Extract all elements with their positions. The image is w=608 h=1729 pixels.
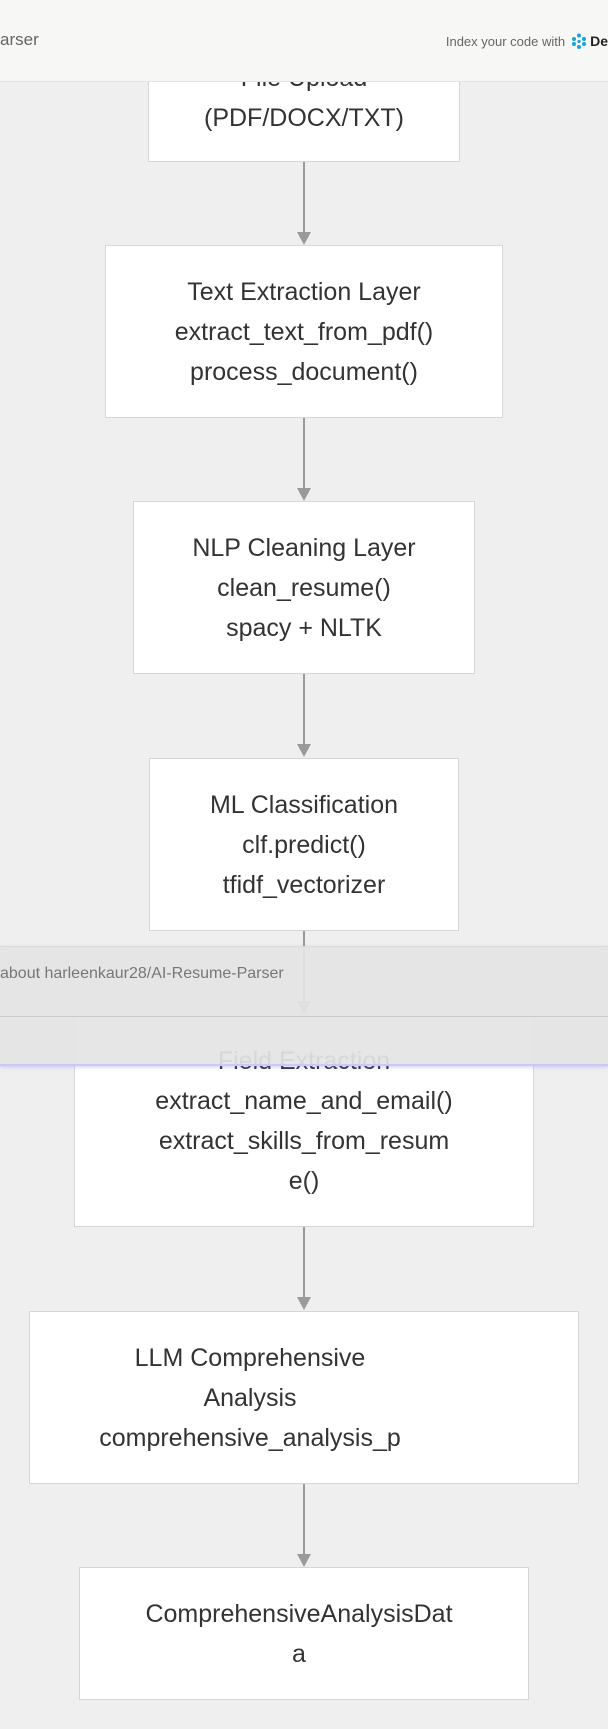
node-line: e() <box>288 1166 320 1195</box>
edge-line <box>303 418 305 488</box>
node-line: ML Classification <box>209 790 399 819</box>
node-line: process_document() <box>190 357 418 386</box>
index-prompt-text: Index your code with <box>445 33 566 49</box>
node-line: spacy + NLTK <box>226 613 382 642</box>
edge-line <box>303 1227 305 1297</box>
node-line: (PDF/DOCX/TXT) <box>204 104 404 132</box>
edge-line <box>303 162 305 232</box>
edge-line <box>303 674 305 744</box>
ask-question-bar: about harleenkaur28/AI-Resume-Parser <box>0 946 608 1066</box>
arrow-head-icon <box>297 1297 311 1310</box>
node-line: ComprehensiveAnalysisDat <box>145 1599 453 1628</box>
node-nlp-cleaning: NLP Cleaning Layer clean_resume() spacy … <box>133 501 475 674</box>
divider <box>0 1016 608 1017</box>
chat-input[interactable] <box>0 1017 608 1065</box>
node-text-extraction: Text Extraction Layer extract_text_from_… <box>105 245 503 418</box>
node-llm-analysis: LLM Comprehensive Analysis comprehensive… <box>29 1311 579 1484</box>
top-bar: arser Index your code with De <box>0 0 608 82</box>
arrow-head-icon <box>297 744 311 757</box>
focus-glow <box>0 1064 608 1066</box>
arrow-head-icon <box>297 1554 311 1567</box>
index-your-code-link[interactable]: Index your code with De <box>446 33 608 49</box>
node-line: comprehensive_analysis_p <box>99 1423 401 1452</box>
node-line: tfidf_vectorizer <box>222 870 386 899</box>
node-line: Analysis <box>203 1383 297 1412</box>
node-line: clf.predict() <box>242 830 366 859</box>
node-line: a <box>292 1639 306 1668</box>
node-line: NLP Cleaning Layer <box>192 533 416 562</box>
node-line: Text Extraction Layer <box>187 277 421 306</box>
ask-question-prompt[interactable]: about harleenkaur28/AI-Resume-Parser <box>0 965 284 982</box>
node-ml-classification: ML Classification clf.predict() tfidf_ve… <box>149 758 459 931</box>
node-line: extract_skills_from_resum <box>158 1126 450 1155</box>
node-line: LLM Comprehensive <box>134 1343 366 1372</box>
node-analysis-data: ComprehensiveAnalysisDat a <box>79 1567 529 1700</box>
brand-name: De <box>590 33 608 49</box>
brand-logo-icon <box>572 33 587 49</box>
arrow-head-icon <box>297 488 311 501</box>
repo-title[interactable]: arser <box>0 30 39 49</box>
edge-line <box>303 1484 305 1554</box>
arrow-head-icon <box>297 232 311 245</box>
node-line: clean_resume() <box>217 573 391 602</box>
node-line: extract_name_and_email() <box>155 1086 453 1115</box>
node-line: extract_text_from_pdf() <box>174 317 434 346</box>
